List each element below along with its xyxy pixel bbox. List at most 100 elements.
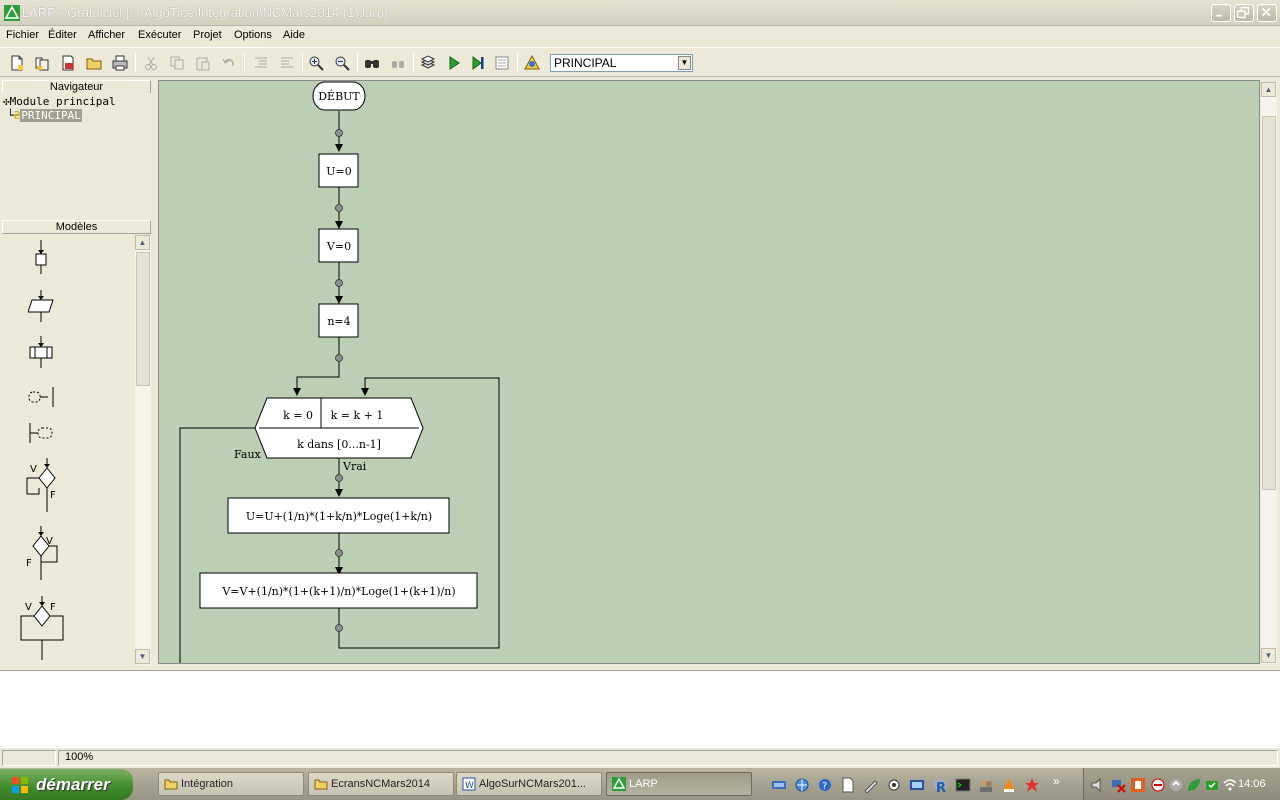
scroll-up-icon[interactable]: ▲ [1261, 82, 1276, 97]
task-label: LARP [629, 778, 658, 790]
network-icon[interactable] [771, 777, 787, 793]
menu-executer[interactable]: Exécuter [138, 29, 182, 41]
module-selector[interactable]: PRINCIPAL ▼ [550, 54, 693, 72]
chevron-down-icon[interactable]: ▼ [678, 56, 691, 70]
canvas-scrollbar[interactable]: ▲ ▼ [1261, 82, 1277, 664]
zoom-in-icon[interactable] [308, 55, 324, 71]
chevron-right-icon[interactable]: » [1053, 774, 1060, 788]
tree-branch-icon: └ [7, 109, 14, 122]
task-larp[interactable]: LARP [606, 772, 752, 796]
connector-in-model-icon[interactable] [28, 420, 58, 446]
if-false-model-icon[interactable]: V F [22, 526, 62, 582]
menu-projet[interactable]: Projet [193, 29, 222, 41]
minimize-button[interactable] [1211, 4, 1231, 22]
open-folder-icon[interactable] [86, 55, 102, 71]
folder-icon [164, 779, 178, 790]
start-label: démarrer [36, 775, 110, 794]
tree-item-principal[interactable]: └₴PRINCIPAL [7, 109, 82, 122]
menu-fichier[interactable]: Fichier [6, 29, 40, 41]
security-icon[interactable] [1130, 777, 1146, 793]
system-tray [1083, 768, 1280, 800]
step-icon[interactable] [470, 55, 486, 71]
menu-options[interactable]: Options [234, 29, 272, 41]
menu-aide[interactable]: Aide [283, 29, 306, 41]
process-node-u-update[interactable] [227, 497, 450, 534]
connector-out-model-icon[interactable] [28, 384, 58, 410]
minimize-icon [1215, 14, 1222, 17]
restore-button[interactable] [1234, 4, 1254, 22]
vlc-icon[interactable] [1001, 777, 1017, 793]
status-cell [2, 750, 56, 766]
tree-root-label: Module principal [9, 95, 116, 108]
r-language-icon[interactable]: R [932, 777, 948, 793]
document-icon[interactable] [840, 777, 856, 793]
paste-icon[interactable] [195, 55, 211, 71]
copy-icon[interactable] [169, 55, 185, 71]
subroutine-model-icon[interactable] [28, 336, 58, 372]
process-model-icon[interactable] [28, 240, 58, 276]
users-icon[interactable] [978, 777, 994, 793]
run-icon[interactable] [446, 55, 462, 71]
menu-afficher[interactable]: Afficher [88, 29, 126, 41]
io-model-icon[interactable] [28, 290, 58, 324]
scroll-down-icon[interactable]: ▼ [1261, 648, 1276, 663]
star-app-icon[interactable] [1024, 777, 1040, 793]
compile-icon[interactable] [420, 55, 436, 71]
antivirus-icon[interactable] [1150, 777, 1166, 793]
outdent-icon[interactable] [279, 55, 295, 71]
pen-icon[interactable] [863, 777, 879, 793]
menu-editer[interactable]: Éditer [48, 29, 77, 41]
browser-icon[interactable] [794, 777, 810, 793]
cut-icon[interactable] [143, 55, 159, 71]
process-node-v-update[interactable] [199, 572, 478, 609]
safely-remove-icon[interactable] [1204, 777, 1220, 793]
if-true-model-icon[interactable]: V F [22, 458, 62, 514]
undo-icon[interactable] [221, 55, 237, 71]
new-module-icon[interactable] [60, 55, 76, 71]
print-icon[interactable] [112, 55, 128, 71]
zoom-out-icon[interactable] [334, 55, 350, 71]
update-icon[interactable] [1168, 777, 1184, 793]
open-file-icon[interactable] [34, 55, 50, 71]
settings-icon[interactable] [886, 777, 902, 793]
task-word-document[interactable]: W AlgoSurNCMars201... [456, 772, 602, 796]
scroll-thumb[interactable] [1262, 116, 1276, 490]
scroll-down-icon[interactable]: ▼ [135, 649, 150, 664]
debug-icon[interactable] [524, 55, 540, 71]
false-branch-label: Faux [234, 448, 262, 461]
loop-range-label: k dans [0...n-1] [297, 438, 381, 451]
terminal-icon[interactable] [955, 777, 971, 793]
toolbar-separator [517, 53, 518, 73]
help-icon[interactable]: ? [817, 777, 833, 793]
console-icon[interactable] [494, 55, 510, 71]
wifi-icon[interactable] [1222, 777, 1238, 793]
network-disconnected-icon[interactable] [1110, 777, 1126, 793]
assign-node-u[interactable] [318, 153, 359, 188]
close-button[interactable] [1257, 4, 1277, 22]
toolbar: PRINCIPAL ▼ [0, 47, 1280, 77]
start-button[interactable]: démarrer [0, 769, 133, 800]
output-pane[interactable] [0, 670, 1280, 748]
larp-app-icon [612, 777, 626, 791]
flowchart-canvas[interactable]: DÉBUT U=0 V=0 n=4 k = 0 k = k + 1 k dans… [158, 80, 1260, 664]
module-icon: ₴ [13, 109, 21, 122]
indent-icon[interactable] [253, 55, 269, 71]
start-node[interactable] [312, 81, 366, 111]
task-ecrans[interactable]: EcransNCMars2014 [308, 772, 454, 796]
leaf-icon[interactable] [1186, 777, 1202, 793]
scroll-up-icon[interactable]: ▲ [135, 235, 150, 250]
replace-icon[interactable] [390, 55, 406, 71]
new-file-icon[interactable] [9, 55, 25, 71]
task-integration[interactable]: Intégration [158, 772, 304, 796]
models-scrollbar[interactable]: ▲ ▼ [135, 235, 151, 665]
find-icon[interactable] [364, 55, 380, 71]
expand-icon[interactable]: ✣ [3, 95, 10, 108]
tree-item-module-principal[interactable]: ✣Module principal [3, 95, 116, 108]
media-icon[interactable] [909, 777, 925, 793]
scroll-thumb[interactable] [136, 252, 150, 386]
volume-icon[interactable] [1090, 777, 1106, 793]
assign-node-n[interactable] [318, 303, 359, 338]
assign-node-v[interactable] [318, 228, 359, 263]
svg-text:V: V [25, 602, 32, 613]
